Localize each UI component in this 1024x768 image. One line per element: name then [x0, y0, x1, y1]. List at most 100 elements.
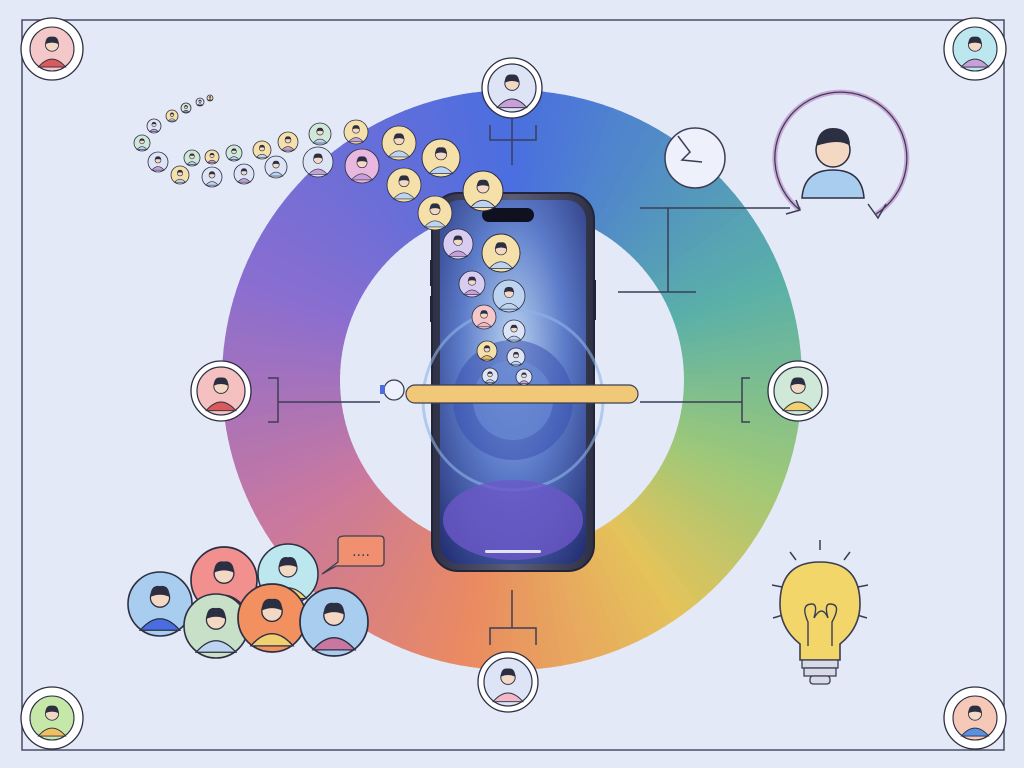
ring-segment — [287, 489, 385, 575]
connector-right — [640, 377, 750, 423]
ring-segment — [264, 469, 370, 543]
ring-segment — [660, 460, 769, 528]
stream-avatar — [204, 149, 220, 165]
corner-avatar-bottom-right — [943, 686, 1007, 750]
ring-segment — [254, 459, 364, 525]
ring-segment — [259, 464, 367, 534]
ring-segment — [656, 466, 764, 537]
stream-avatar — [252, 140, 272, 160]
group-avatar — [183, 593, 249, 659]
ring-segment — [639, 185, 737, 271]
group-avatar — [237, 583, 307, 653]
ring-segment — [680, 319, 799, 352]
ring-segment — [271, 207, 374, 284]
ring-segment — [528, 550, 553, 669]
ring-segment — [654, 217, 760, 291]
ring-segment — [269, 474, 373, 551]
stream-avatar — [386, 167, 422, 203]
ring-segment — [277, 199, 378, 279]
stream-avatar — [133, 134, 151, 152]
ring-segment — [631, 171, 723, 262]
ring-segment — [232, 425, 349, 470]
connector-bottom — [489, 590, 537, 645]
stream-avatar — [308, 122, 332, 146]
corner-avatar-top-right — [943, 17, 1007, 81]
ring-segment — [289, 183, 386, 270]
stream-avatar — [502, 319, 526, 343]
ring-segment — [545, 546, 583, 665]
ring-segment — [634, 495, 728, 584]
user-profile-icon — [772, 89, 910, 220]
ring-segment — [647, 201, 749, 281]
avatars — [20, 17, 1007, 750]
ring-segment — [551, 545, 592, 663]
ring-segment — [251, 241, 361, 305]
ring-segment — [616, 511, 699, 611]
ring-segment — [227, 413, 346, 451]
ring-segment — [339, 518, 416, 621]
stream-avatar — [492, 279, 526, 313]
ring-segment — [663, 455, 773, 519]
ring-segment — [625, 503, 714, 598]
node-avatar-right — [767, 360, 829, 422]
ring-segment — [598, 128, 669, 236]
stream-avatar — [180, 102, 192, 114]
ring-segment — [266, 215, 371, 289]
stream-avatar — [225, 144, 243, 162]
ring-segment — [364, 528, 432, 637]
ring-segment — [596, 525, 666, 633]
ring-segment — [681, 329, 800, 358]
stream-avatar — [421, 138, 461, 178]
ring-segment — [391, 536, 448, 649]
ring-segment — [303, 169, 394, 261]
ring-segment — [651, 209, 755, 286]
ring-segment — [673, 433, 788, 483]
ring-segment — [653, 471, 758, 545]
ring-segment — [682, 339, 801, 364]
stream-avatar — [481, 233, 521, 273]
ring-segment — [671, 271, 786, 323]
ring-segment — [675, 290, 792, 335]
ring-segment — [638, 490, 735, 577]
connector-top — [489, 118, 537, 165]
group-avatar — [299, 587, 369, 657]
ring-segment — [283, 191, 382, 275]
corner-avatar-bottom-left — [20, 686, 84, 750]
ring-segment — [663, 243, 774, 307]
ring-segment — [250, 453, 361, 517]
stream-avatar — [206, 94, 214, 102]
ring-segment — [325, 149, 408, 249]
ring-segment — [241, 442, 355, 498]
ring-segment — [591, 528, 657, 638]
ring-segment — [606, 519, 683, 623]
lightbulb-icon — [771, 540, 869, 685]
ring-segment — [409, 541, 459, 656]
stream-avatar — [147, 151, 169, 173]
ring-segment — [665, 449, 777, 510]
ring-segment — [382, 533, 443, 645]
ring-segment — [508, 551, 523, 670]
ring-segment — [229, 419, 347, 460]
ring-segment — [668, 444, 781, 501]
ring-segment — [666, 252, 779, 312]
ring-segment — [603, 134, 677, 239]
stream-avatar — [146, 118, 162, 134]
ring-segment — [245, 448, 358, 508]
ring-segment — [222, 376, 341, 391]
stream-avatar — [381, 125, 417, 161]
group-avatar — [127, 571, 193, 637]
stream-avatar — [201, 166, 223, 188]
stream-avatar — [233, 163, 255, 185]
connector-upper-right — [618, 207, 790, 293]
chat-bubble-text: .... — [352, 544, 370, 560]
ring-segment — [534, 549, 563, 668]
stream-avatar — [302, 146, 334, 178]
ring-segment — [635, 178, 730, 267]
stream-avatar — [515, 368, 533, 386]
ring-segment — [657, 226, 765, 296]
ring-segment — [565, 104, 615, 219]
ring-segment — [236, 277, 351, 327]
ring-segment — [585, 531, 649, 642]
ring-segment — [281, 484, 381, 567]
slider-bar-icon — [380, 379, 639, 404]
